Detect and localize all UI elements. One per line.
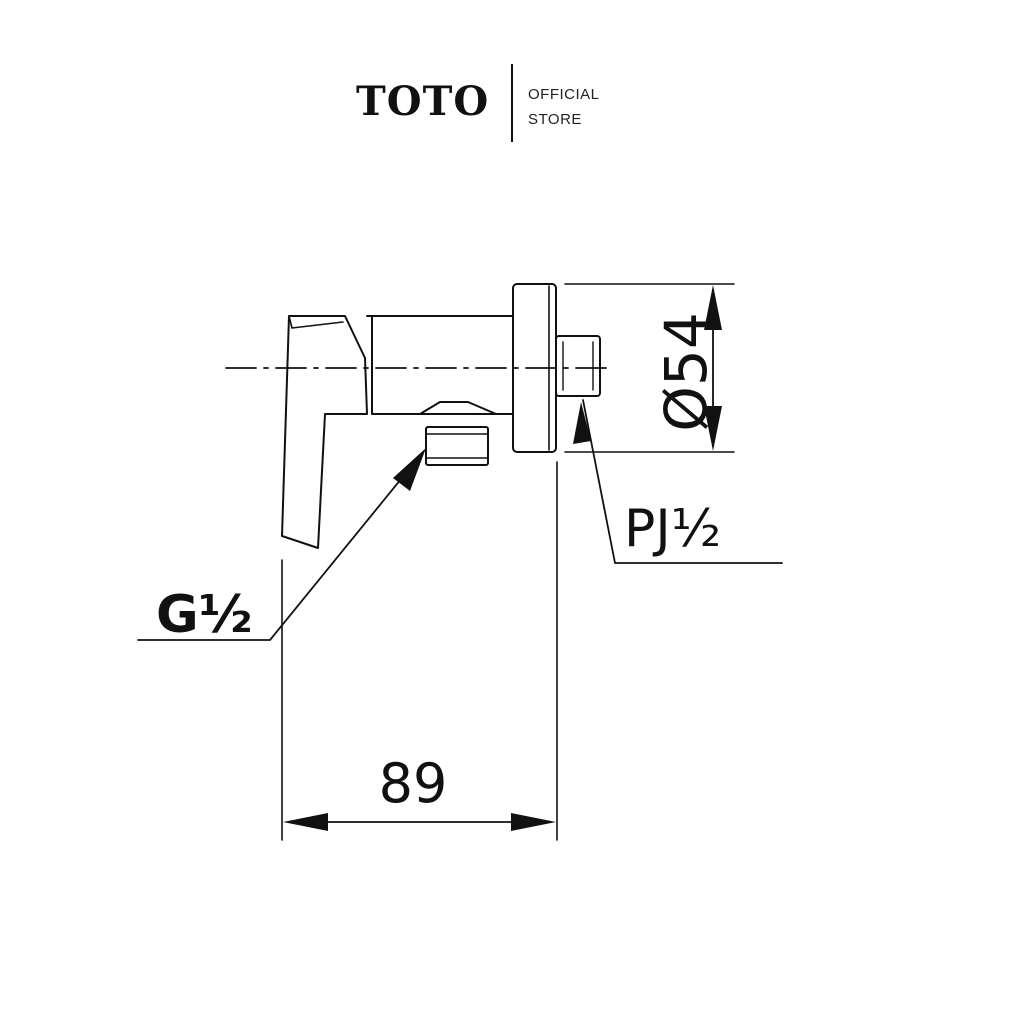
- pj-leader: [582, 399, 783, 564]
- dim54-arrow-bottom: [704, 406, 722, 451]
- inlet-thread: [425, 426, 489, 466]
- dim54-arrow-top: [704, 285, 722, 330]
- length-label: 89: [379, 752, 448, 815]
- dim89-arrow-left: [283, 813, 328, 831]
- store-label: STORE: [528, 111, 582, 128]
- outlet-thread-label: PJ½: [624, 499, 721, 559]
- dim89-arrow-right: [511, 813, 556, 831]
- official-label: OFFICIAL: [528, 86, 600, 103]
- g-leader-arrow: [393, 448, 426, 491]
- valve-body: [371, 315, 514, 415]
- outlet-thread: [555, 335, 601, 397]
- inlet-thread-label: G½: [156, 585, 253, 645]
- handle-cap: [288, 315, 344, 329]
- pj-leader-arrow: [573, 402, 591, 444]
- inlet-collar: [419, 401, 497, 415]
- brand-header: TOTO OFFICIAL STORE: [0, 0, 1024, 170]
- lever-handle: [281, 315, 368, 549]
- logo-divider: [511, 64, 513, 142]
- diameter-label: Ø54: [652, 312, 720, 431]
- g-leader: [137, 467, 411, 641]
- toto-logo: TOTO: [356, 78, 490, 125]
